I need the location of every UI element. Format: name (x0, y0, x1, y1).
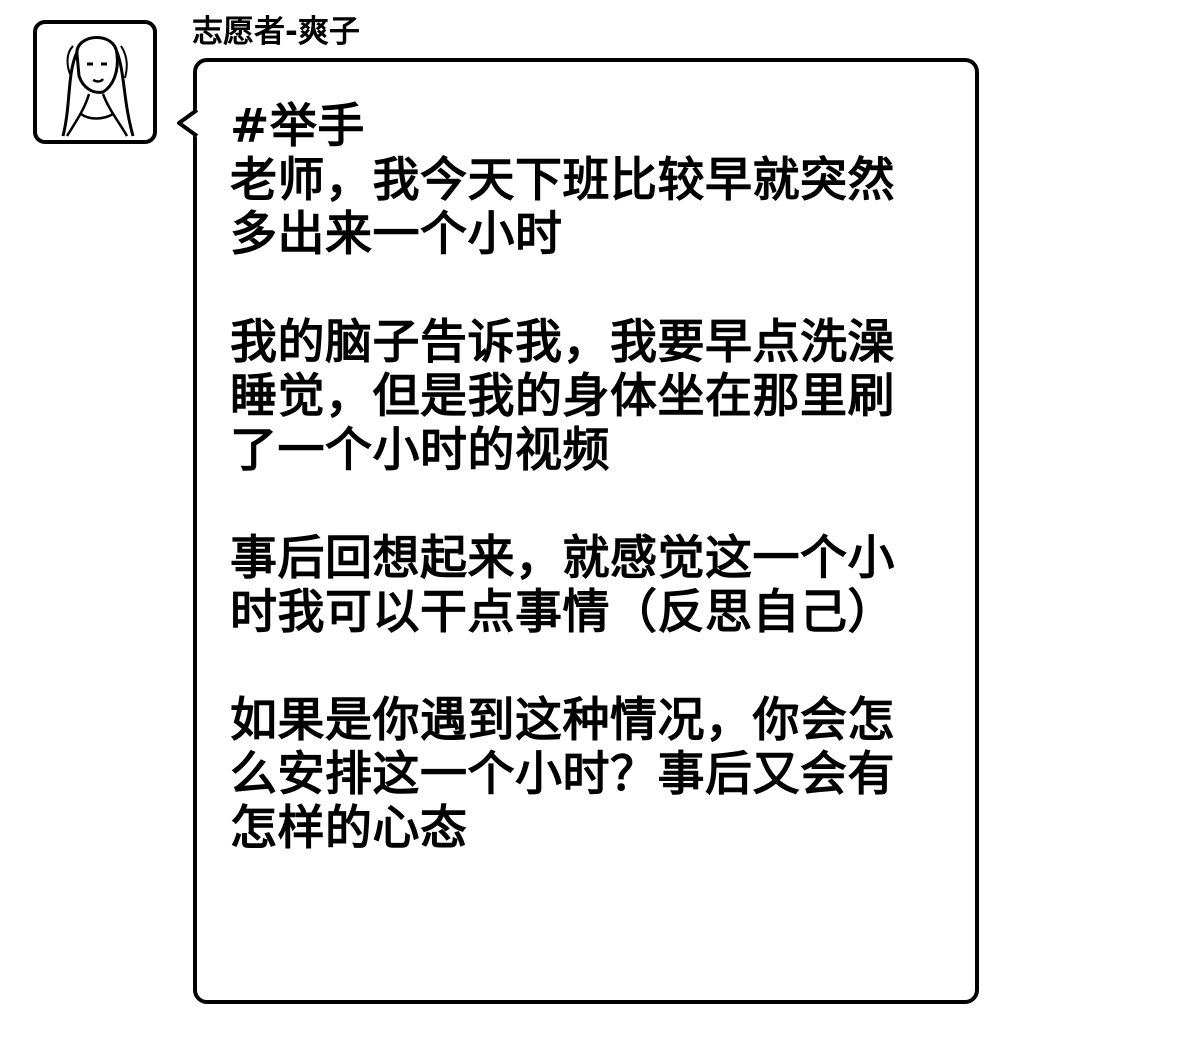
message-text: #举手 老师，我今天下班比较早就突然 多出来一个小时 我的脑子告诉我，我要早点洗… (230, 100, 950, 856)
sender-name: 志愿者-爽子 (192, 14, 360, 50)
user-avatar-icon (61, 36, 135, 137)
message-line: 老师，我今天下班比较早就突然 (230, 153, 895, 208)
message-line: 多出来一个小时 (230, 207, 563, 262)
message-line: 了一个小时的视频 (230, 423, 610, 478)
message-bubble[interactable] (193, 58, 979, 1004)
message-paragraph: 如果是你遇到这种情况，你会怎 么安排这一个小时？事后又会有 怎样的心态 (230, 694, 950, 856)
message-line: 么安排这一个小时？事后又会有 (230, 747, 895, 802)
message-line: 我的脑子告诉我，我要早点洗澡 (230, 315, 895, 370)
message-paragraph: 我的脑子告诉我，我要早点洗澡 睡觉，但是我的身体坐在那里刷 了一个小时的视频 (230, 316, 950, 478)
message-line: 事后回想起来，就感觉这一个小 (230, 531, 895, 586)
message-paragraph: 事后回想起来，就感觉这一个小 时我可以干点事情（反思自己） (230, 532, 950, 640)
message-line: 如果是你遇到这种情况，你会怎 (230, 693, 895, 748)
message-line: 怎样的心态 (230, 801, 468, 856)
bubble-tail (176, 108, 198, 138)
message-tag: #举手 (230, 99, 365, 154)
message-paragraph: #举手 老师，我今天下班比较早就突然 多出来一个小时 (230, 100, 950, 262)
avatar[interactable] (33, 20, 157, 144)
message-line: 睡觉，但是我的身体坐在那里刷 (230, 369, 895, 424)
message-line: 时我可以干点事情（反思自己） (230, 585, 895, 640)
